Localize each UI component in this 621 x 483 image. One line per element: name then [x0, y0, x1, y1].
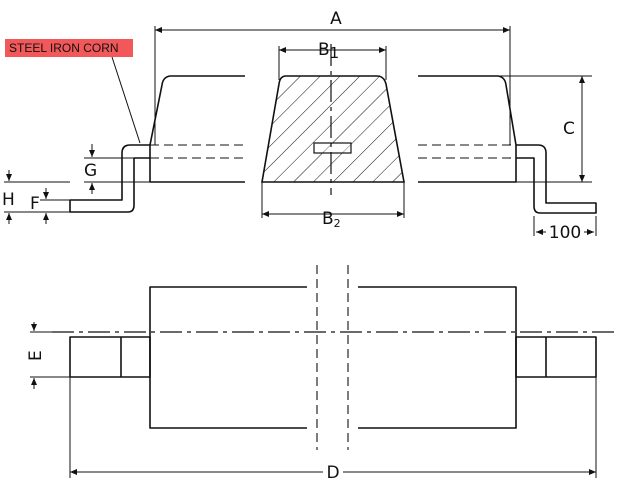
left-body-profile [149, 75, 245, 183]
dimension-a-label: A [330, 9, 342, 29]
callout-tag-background [5, 39, 133, 57]
dimension-100-label: 100 [549, 223, 581, 243]
right-body-profile [418, 75, 517, 183]
plan-left-body [149, 286, 307, 429]
core-insert-hatch [314, 143, 351, 153]
dimension-h-label: H [2, 190, 15, 210]
dimension-b1-label: B1 [318, 40, 339, 62]
plan-left-foot [69, 336, 151, 378]
dimension-e-label: E [26, 350, 46, 361]
callout-leader-line [111, 56, 141, 144]
plan-right-foot [515, 336, 597, 378]
left-bracket [69, 144, 150, 213]
dimension-g-label: G [84, 161, 97, 181]
dimension-d-label-bg [323, 462, 343, 480]
dimension-b2-label: B2 [322, 209, 341, 230]
right-bracket [516, 144, 597, 214]
dimension-c-label: C [563, 119, 575, 139]
plan-right-body [358, 286, 517, 429]
dimension-d-label: D [326, 463, 339, 483]
center-cross-section [261, 75, 405, 183]
dimension-f-label: F [30, 194, 40, 214]
callout-tag-text: STEEL IRON CORN [9, 41, 119, 55]
